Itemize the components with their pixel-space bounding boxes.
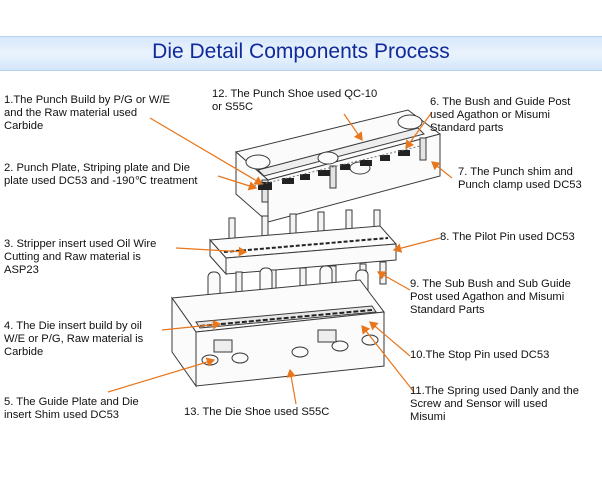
page-title: Die Detail Components Process xyxy=(152,40,450,63)
die-shoe-assembly xyxy=(171,265,385,388)
label-punch-build: 1.The Punch Build by P/G or W/E and the … xyxy=(4,94,171,132)
label-pilot-pin: 8. The Pilot Pin used DC53 xyxy=(440,231,575,243)
label-bush-guide-post: 6. The Bush and Guide Post used Agathon … xyxy=(430,96,571,134)
label-punch-plate: 2. Punch Plate, Striping plate and Die p… xyxy=(4,162,198,187)
label-die-shoe: 13. The Die Shoe used S55C xyxy=(184,406,330,418)
title-banner xyxy=(0,36,602,71)
punch-shoe-assembly xyxy=(234,109,442,224)
label-die-insert: 4. The Die insert build by oil W/E or P/… xyxy=(4,320,144,358)
label-stripper-insert: 3. Stripper insert used Oil Wire Cutting… xyxy=(4,238,157,276)
label-guide-plate: 5. The Guide Plate and Die insert Shim u… xyxy=(4,396,139,421)
label-punch-shoe: 12. The Punch Shoe used QC-10 or S55C xyxy=(212,88,378,113)
leader-arrows xyxy=(107,111,453,405)
label-spring: 11.The Spring used Danly and the Screw a… xyxy=(410,385,579,423)
stripper-plate-assembly xyxy=(208,209,398,295)
label-stop-pin: 10.The Stop Pin used DC53 xyxy=(410,349,550,361)
label-sub-bush: 9. The Sub Bush and Sub Guide Post used … xyxy=(410,278,571,316)
label-punch-shim: 7. The Punch shim and Punch clamp used D… xyxy=(458,166,582,191)
